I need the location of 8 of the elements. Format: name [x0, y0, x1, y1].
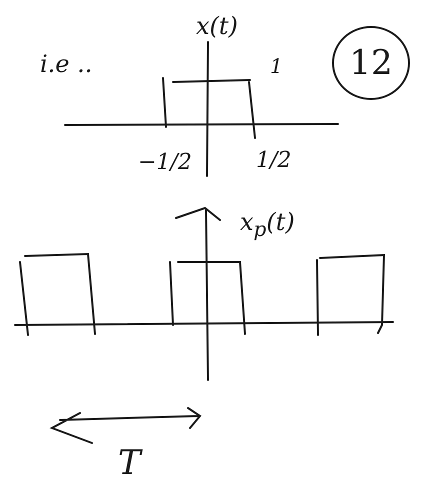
handwritten-label: x$_{p}$(t)	[240, 210, 295, 239]
handwritten-label: T	[118, 446, 141, 480]
handwritten-label: 1/2	[256, 150, 292, 172]
handwritten-label: −1/2	[138, 152, 192, 174]
circled-number: 12	[332, 26, 410, 100]
handwritten-label: x(t)	[196, 14, 238, 38]
handwritten-label: i.e ..	[40, 52, 92, 76]
handwritten-label: 1	[270, 56, 283, 76]
